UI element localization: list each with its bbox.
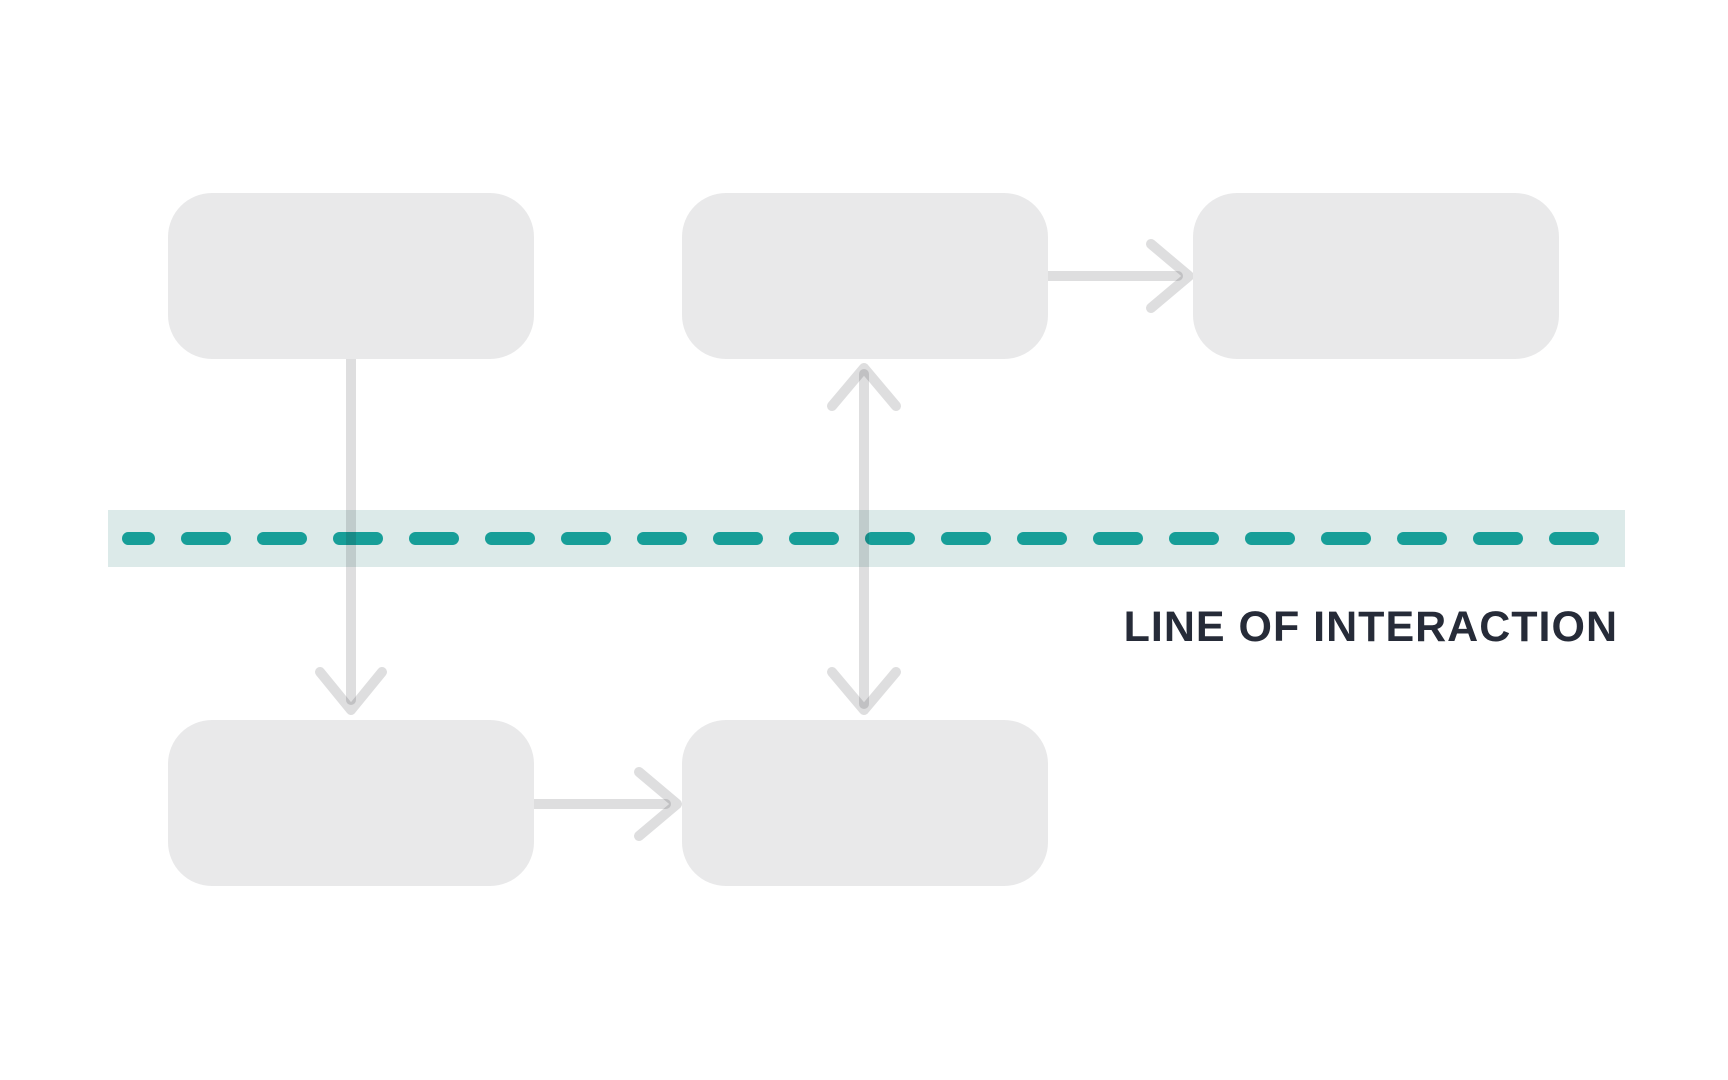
box-top-left: [168, 193, 534, 359]
dashed-line-icon: [122, 532, 1605, 545]
box-top-right: [1193, 193, 1559, 359]
box-top-middle: [682, 193, 1048, 359]
arrow-right-top-icon: [1043, 239, 1194, 313]
line-of-interaction-label: LINE OF INTERACTION: [1123, 603, 1618, 651]
box-bottom-left: [168, 720, 534, 886]
arrow-right-bottom-icon: [529, 767, 682, 841]
box-bottom-middle: [682, 720, 1048, 886]
line-of-interaction-band: [108, 510, 1625, 567]
